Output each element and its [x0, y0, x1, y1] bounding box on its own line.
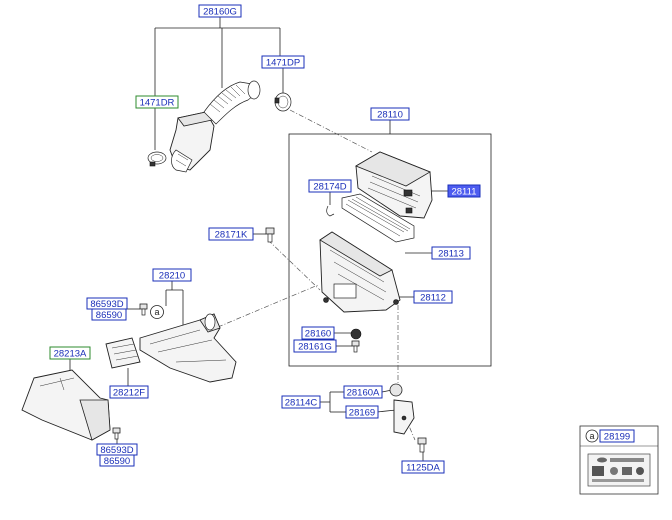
label-28174D-box[interactable] — [308, 179, 352, 193]
label-28114C: 28114C — [285, 398, 318, 409]
label-1471DR-box[interactable] — [135, 95, 179, 109]
label-28213A: 28213A — [54, 349, 87, 360]
hose-clamp-1471DR — [147, 151, 167, 167]
resonator-duct-28210 — [139, 313, 237, 383]
label-28160A-box[interactable] — [343, 385, 383, 399]
label-28112-box[interactable] — [413, 290, 453, 304]
label-86593D-top: 86593D — [90, 299, 123, 310]
label-86590-bottom-box[interactable] — [99, 454, 135, 467]
label-28110-box[interactable] — [370, 107, 410, 121]
legend-box: a 28199 — [579, 425, 659, 495]
bolt-28161G — [351, 340, 360, 353]
label-28169-box[interactable] — [345, 405, 379, 419]
label-28174D: 28174D — [313, 182, 346, 193]
sticker-image — [587, 453, 651, 487]
air-cleaner-cover-28111 — [355, 151, 433, 219]
grommet-28160 — [350, 328, 362, 340]
label-86590-top-box[interactable] — [91, 308, 127, 321]
bracket-28212F — [105, 337, 141, 369]
label-1471DP: 1471DP — [266, 58, 300, 69]
intake-hose-28160G — [169, 80, 261, 173]
label-28210-box[interactable] — [152, 268, 192, 282]
cover-28213A — [21, 369, 111, 441]
label-28169: 28169 — [349, 408, 375, 419]
label-28160-box[interactable] — [301, 326, 335, 340]
label-86593D-bottom: 86593D — [100, 445, 133, 456]
filter-element-28113 — [341, 193, 415, 243]
callout-a-main: a — [150, 305, 164, 319]
label-28213A-box[interactable] — [49, 346, 91, 360]
label-28111-box[interactable] — [447, 184, 481, 198]
hose-clamp-1471DP — [274, 92, 292, 112]
screw-86593D-top — [139, 303, 148, 316]
label-28161G-box[interactable] — [293, 339, 337, 353]
label-86590-bottom: 86590 — [104, 456, 130, 467]
clip-28174D — [326, 205, 335, 217]
air-cleaner-body-28112 — [319, 231, 401, 313]
label-28113: 28113 — [438, 249, 464, 260]
label-28210: 28210 — [159, 271, 185, 282]
label-28160: 28160 — [305, 329, 331, 340]
label-28171K: 28171K — [215, 230, 248, 241]
bolt-28171K — [265, 227, 275, 243]
rubber-mount-28160A — [389, 383, 403, 397]
label-28112: 28112 — [420, 293, 446, 304]
label-28111: 28111 — [451, 187, 476, 198]
label-28212F-box[interactable] — [109, 385, 149, 399]
label-28171K-box[interactable] — [208, 227, 254, 241]
label-28199: 28199 — [604, 432, 630, 443]
label-28160G-box[interactable] — [198, 4, 242, 18]
label-1471DP-box[interactable] — [261, 55, 305, 69]
label-28110: 28110 — [377, 110, 403, 121]
bolt-1125DA — [417, 437, 427, 453]
label-1125DA: 1125DA — [406, 463, 440, 474]
legend-callout-a: a — [589, 431, 594, 441]
callout-a-letter: a — [154, 307, 159, 317]
label-1125DA-box[interactable] — [401, 460, 445, 474]
label-28161G: 28161G — [298, 342, 332, 353]
label-28114C-box[interactable] — [281, 395, 321, 409]
part-labels: 28160G 1471DP 1471DR 28110 28111 28174D … — [49, 4, 481, 474]
label-28199-box[interactable] — [599, 429, 635, 443]
label-1471DR: 1471DR — [140, 98, 175, 109]
label-28160A: 28160A — [347, 388, 380, 399]
label-28113-box[interactable] — [431, 246, 471, 260]
bracket-28169 — [393, 399, 415, 435]
screw-86593D-bottom — [112, 427, 121, 440]
label-28212F: 28212F — [113, 388, 145, 399]
label-28160G: 28160G — [203, 7, 237, 18]
label-86590-top: 86590 — [96, 310, 122, 321]
